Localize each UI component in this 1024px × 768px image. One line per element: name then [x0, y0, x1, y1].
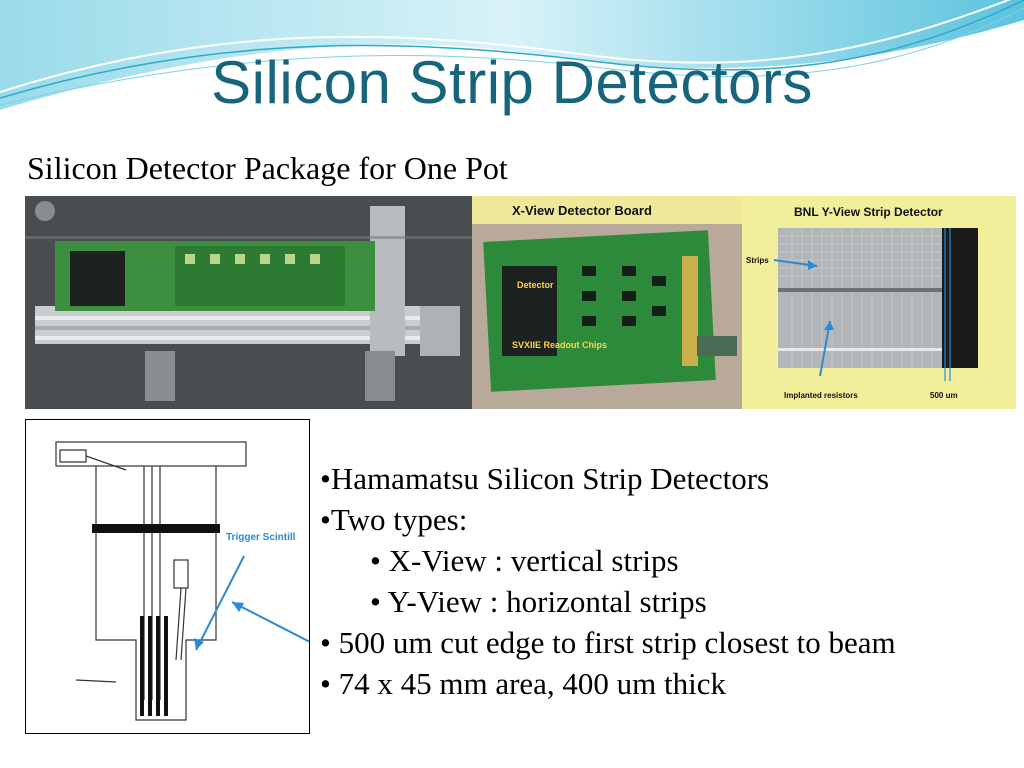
- resistors-label: Implanted resistors: [784, 391, 858, 400]
- detector-cross-section-drawing: Trigger Scintill: [25, 419, 311, 734]
- bullet-hamamatsu: •Hamamatsu Silicon Strip Detectors: [320, 461, 770, 496]
- header-wave: [0, 0, 1024, 122]
- y-view-heading: BNL Y-View Strip Detector: [794, 205, 943, 219]
- y-view-detector-photo: BNL Y-View Strip Detector Strips Implant…: [742, 196, 1016, 409]
- detector-label: Detector: [517, 280, 554, 290]
- x-view-board-photo: X-View Detector Board Detector SVXIIE Re…: [472, 196, 742, 409]
- bullet-list: •Hamamatsu Silicon Strip Detectors •Two …: [320, 458, 1010, 704]
- bullet-two-types: •Two types:: [320, 502, 468, 537]
- slide-title: Silicon Strip Detectors: [211, 49, 813, 116]
- bullet-area-thickness: • 74 x 45 mm area, 400 um thick: [320, 666, 727, 701]
- x-view-heading: X-View Detector Board: [512, 203, 652, 218]
- slide-subtitle: Silicon Detector Package for One Pot: [27, 150, 508, 186]
- bullet-x-view: • X-View : vertical strips: [370, 543, 679, 578]
- trigger-scintillator-label: Trigger Scintill: [226, 532, 296, 543]
- detector-package-photo: [25, 196, 472, 409]
- bullet-cut-edge: • 500 um cut edge to first strip closest…: [320, 625, 896, 660]
- bullet-y-view: • Y-View : horizontal strips: [370, 584, 707, 619]
- edge-distance-label: 500 um: [930, 391, 958, 400]
- strips-label: Strips: [746, 256, 769, 265]
- readout-chips-label: SVXIIE Readout Chips: [512, 340, 607, 350]
